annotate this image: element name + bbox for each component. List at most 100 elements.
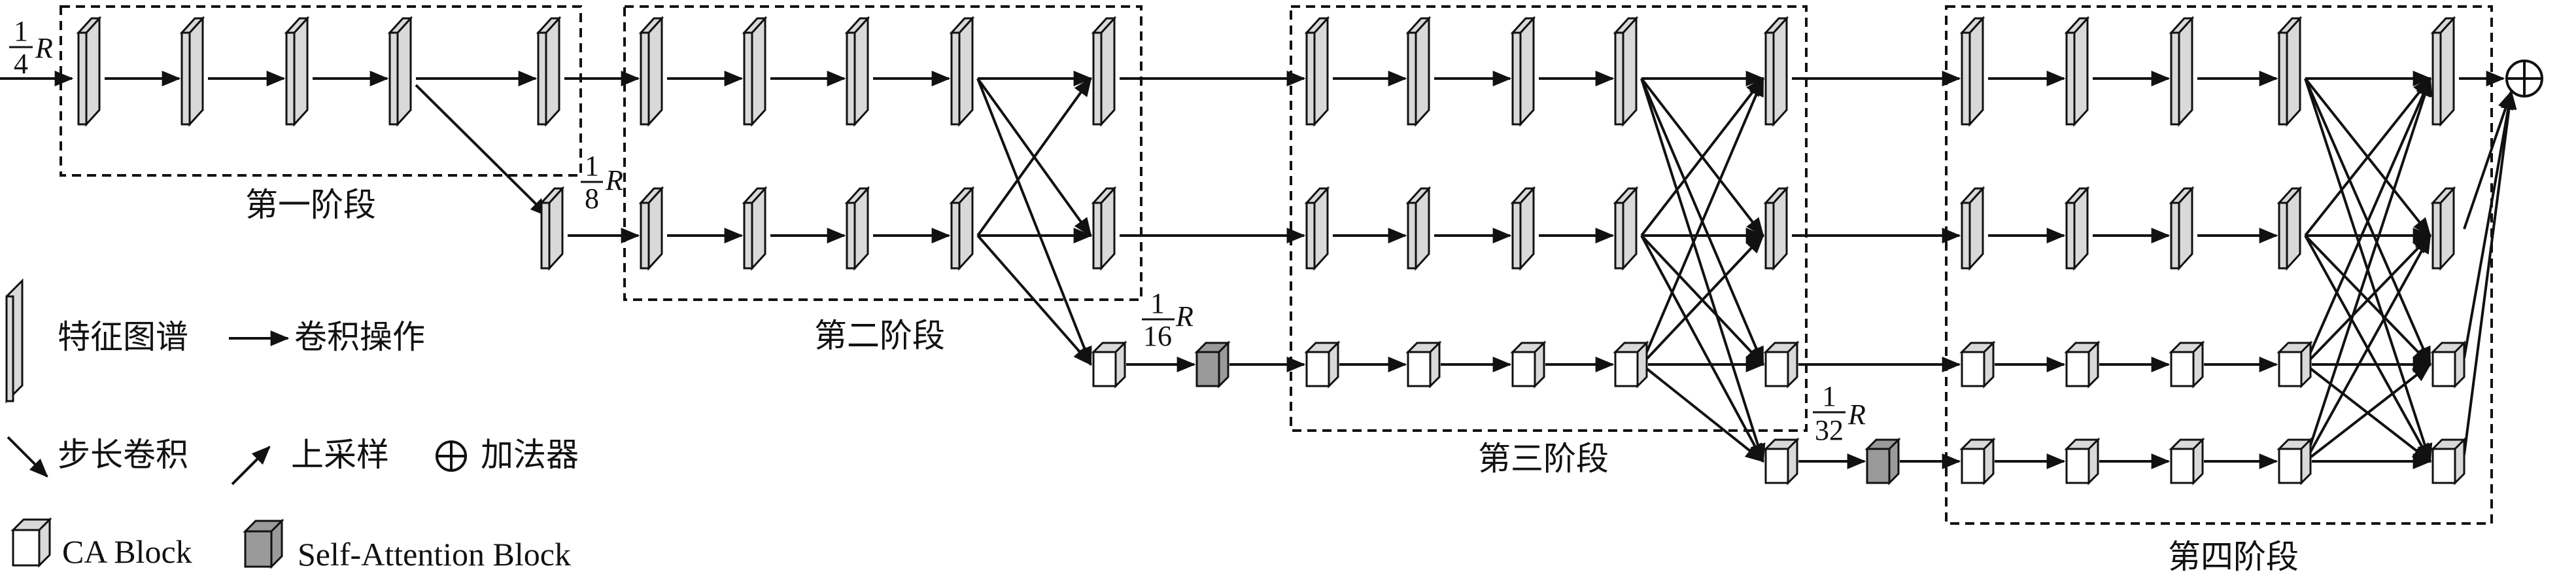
cube-r2-3 <box>1405 340 1442 389</box>
exchange-s3 <box>1640 235 1764 463</box>
cube-r2-6 <box>1763 340 1800 389</box>
legend-ca-block: CA Block <box>62 533 192 570</box>
upsample-arrow-icon <box>231 446 271 486</box>
resolution-thirtysecond: 1 32 R <box>1813 380 1866 446</box>
feature-map-r1-13 <box>2169 186 2195 271</box>
cube-r2-4 <box>1510 340 1547 389</box>
to-adder-arrow <box>2463 90 2517 455</box>
feature-map-r0-8 <box>949 16 975 127</box>
svg-text:1: 1 <box>585 150 599 182</box>
feature-map-r1-0 <box>539 186 565 271</box>
exchange-s3 <box>1640 77 1764 237</box>
legend-feature-map: 特征图谱 <box>58 318 188 356</box>
svg-text:16: 16 <box>1143 320 1172 352</box>
feature-map-r1-1 <box>638 186 664 271</box>
feature-map-r1-7 <box>1405 186 1432 271</box>
legend-upsample: 上采样 <box>291 436 389 474</box>
cube-r2-8 <box>2064 340 2101 389</box>
strided-conv-arrow-icon <box>7 436 48 478</box>
cube-r3-1 <box>1864 437 1901 486</box>
cube-r2-0 <box>1091 340 1127 389</box>
svg-text:8: 8 <box>585 183 599 215</box>
stage4-box <box>1945 5 2493 525</box>
exchange-s3 <box>1640 78 1766 463</box>
feature-map-r0-18 <box>2276 16 2303 127</box>
feature-map-r0-16 <box>2064 16 2090 127</box>
cube-r2-1 <box>1194 340 1231 389</box>
stage4-label: 第四阶段 <box>2168 538 2299 576</box>
legend-sa-block: Self-Attention Block <box>298 536 571 573</box>
legend-conv-op: 卷积操作 <box>294 318 425 356</box>
svg-text:R: R <box>605 164 623 196</box>
cube-r2-7 <box>1959 340 1996 389</box>
stage3-box <box>1290 5 1808 432</box>
resolution-quarter: 1 4 R <box>9 15 53 80</box>
blocks <box>76 16 2467 486</box>
svg-text:1: 1 <box>14 15 28 47</box>
cube-r2-10 <box>2276 340 2313 389</box>
exchange-s3 <box>1640 234 1764 366</box>
feature-map-r1-8 <box>1510 186 1536 271</box>
cube-r3-2 <box>1959 437 1996 486</box>
feature-map-r1-4 <box>949 186 975 271</box>
feature-map-r0-17 <box>2169 16 2195 127</box>
ca-block-icon <box>10 517 52 568</box>
stage1-box <box>60 5 582 177</box>
resolution-eighth: 1 8 R <box>581 150 623 215</box>
exchange-s2 <box>976 77 1092 237</box>
feature-map-r0-6 <box>742 16 768 127</box>
feature-map-r0-5 <box>638 16 664 127</box>
feature-map-r0-2 <box>284 16 310 127</box>
feature-map-r1-6 <box>1304 186 1330 271</box>
cube-r3-5 <box>2276 437 2313 486</box>
cube-r2-11 <box>2430 340 2467 389</box>
feature-map-r1-9 <box>1613 186 1639 271</box>
exchange-s4 <box>2304 77 2433 462</box>
feature-map-r0-15 <box>1959 16 1985 127</box>
feature-map-r0-14 <box>1763 16 1789 127</box>
legend: 特征图谱 卷积操作 步长卷积 上采样 加法器 CA Block Self-Att… <box>5 278 579 573</box>
svg-text:R: R <box>35 32 53 64</box>
feature-map-r1-5 <box>1091 186 1117 271</box>
svg-text:1: 1 <box>1150 287 1165 319</box>
exchange-s4 <box>2304 363 2431 463</box>
feature-map-r1-3 <box>844 186 870 271</box>
stage3-label: 第三阶段 <box>1478 440 1609 478</box>
feature-map-r0-7 <box>844 16 870 127</box>
legend-strided-conv: 步长卷积 <box>58 436 188 474</box>
feature-map-r1-15 <box>2430 186 2456 271</box>
stage2-label: 第二阶段 <box>814 317 945 355</box>
cube-r3-4 <box>2169 437 2205 486</box>
cube-r2-5 <box>1613 340 1649 389</box>
exchange-s2 <box>976 234 1092 366</box>
exchange-s4 <box>2304 77 2431 365</box>
cube-r3-3 <box>2064 437 2101 486</box>
feature-map-r0-3 <box>387 16 413 127</box>
feature-map-r0-4 <box>536 16 562 127</box>
svg-text:R: R <box>1175 300 1194 332</box>
feature-map-r0-0 <box>76 16 102 127</box>
to-adder-arrow <box>2463 90 2513 230</box>
exchange-s4 <box>2304 234 2431 366</box>
cube-r3-6 <box>2430 437 2467 486</box>
cube-r2-9 <box>2169 340 2205 389</box>
adder-icon <box>2505 60 2543 98</box>
cube-r3-0 <box>1763 437 1800 486</box>
stage2-box <box>623 5 1142 301</box>
adder-legend-icon <box>436 440 467 472</box>
connection-lines <box>0 71 2517 469</box>
cube-r2-2 <box>1304 340 1341 389</box>
svg-text:32: 32 <box>1815 414 1844 446</box>
feature-map-r0-1 <box>179 16 205 127</box>
feature-map-r0-13 <box>1613 16 1639 127</box>
feature-map-r0-19 <box>2430 16 2456 127</box>
exchange-s2 <box>976 78 1092 366</box>
svg-text:R: R <box>1847 399 1866 431</box>
feature-map-r1-10 <box>1763 186 1789 271</box>
to-adder-arrow <box>2463 90 2516 359</box>
svg-text:4: 4 <box>14 48 28 80</box>
feature-map-r1-12 <box>2064 186 2090 271</box>
exchange-s4 <box>2304 234 2431 462</box>
stage-boxes <box>60 5 2493 525</box>
